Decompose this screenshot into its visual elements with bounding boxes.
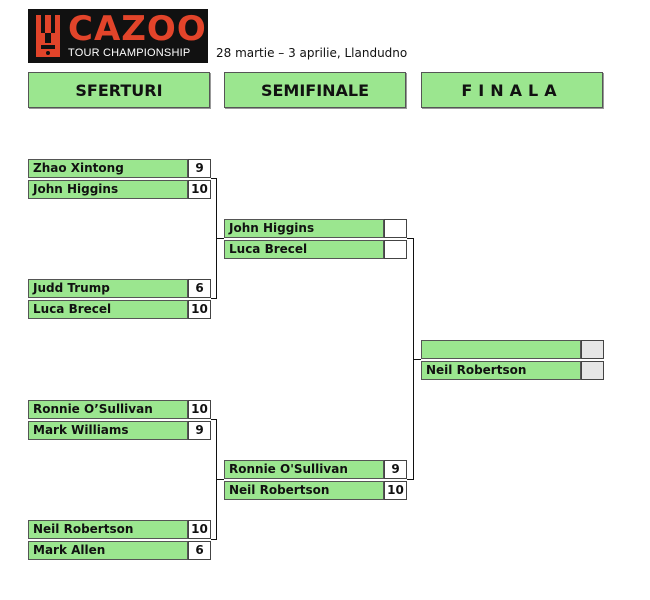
player-score: 10 [188,180,211,199]
player-name: Mark Williams [28,421,188,440]
round-header-final: FINALA [421,72,603,108]
player-name: Ronnie O’Sullivan [28,400,188,419]
player-name: Neil Robertson [224,481,384,500]
player-score: 9 [384,460,407,479]
player-name: Ronnie O'Sullivan [224,460,384,479]
player-name: Mark Allen [28,541,188,560]
bracket-connector [211,539,217,540]
player-score: 10 [188,520,211,539]
player-name: Luca Brecel [224,240,384,259]
bracket-connector [216,479,224,480]
bracket-connector [407,479,414,480]
player-score: 9 [188,159,211,178]
logo-subtitle: TOUR CHAMPIONSHIP [68,47,191,59]
bracket-connector [211,178,217,179]
player-score [384,219,407,238]
player-name: Neil Robertson [421,361,581,380]
trophy-icon [36,15,60,57]
player-score [581,361,604,380]
round-header-semifinals: SEMIFINALE [224,72,406,108]
player-score: 10 [188,400,211,419]
player-score: 10 [188,300,211,319]
logo-wordmark: CAZOO [68,9,207,49]
round-header-quarterfinals: SFERTURI [28,72,210,108]
player-score: 9 [188,421,211,440]
player-score: 6 [188,279,211,298]
bracket-connector [413,359,421,360]
bracket-connector [216,238,224,239]
bracket-connector [407,238,414,239]
player-name [421,340,581,359]
bracket-connector [211,419,217,420]
player-score: 10 [384,481,407,500]
player-score [581,340,604,359]
bracket-connector [211,298,217,299]
player-score: 6 [188,541,211,560]
player-name: Zhao Xintong [28,159,188,178]
player-score [384,240,407,259]
player-name: Neil Robertson [28,520,188,539]
player-name: Luca Brecel [28,300,188,319]
player-name: John Higgins [28,180,188,199]
player-name: John Higgins [224,219,384,238]
player-name: Judd Trump [28,279,188,298]
event-dates-venue: 28 martie – 3 aprilie, Llandudno [216,46,408,60]
cazoo-tour-championship-logo: CAZOO TOUR CHAMPIONSHIP [28,9,208,63]
